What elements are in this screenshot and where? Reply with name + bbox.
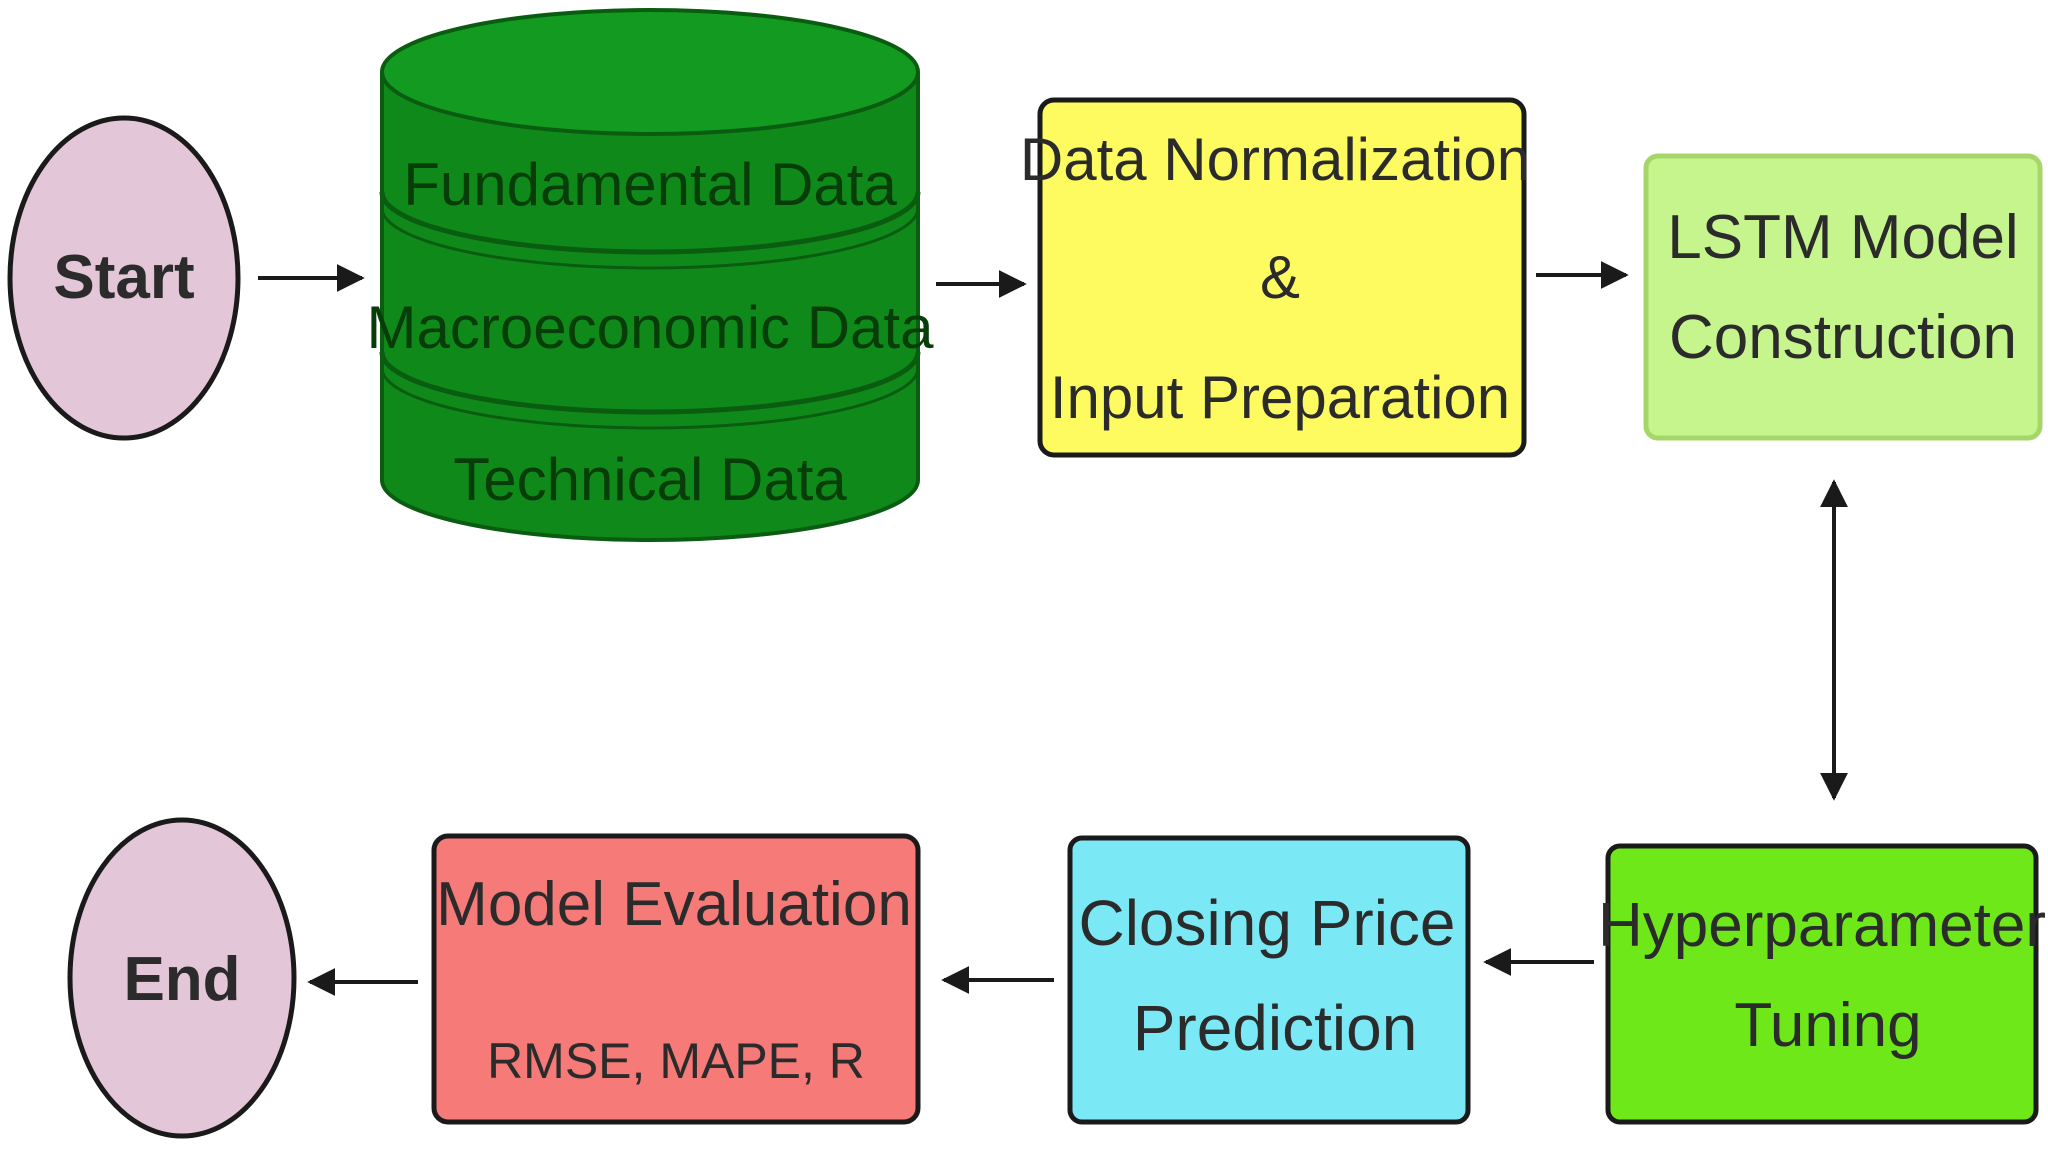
end-node: End (67, 817, 297, 1139)
normalization-ampersand: & (1260, 244, 1300, 311)
lstm-line2: Construction (1669, 303, 2017, 372)
tuning-line2: Tuning (1734, 991, 1921, 1060)
normalization-subtitle: Input Preparation (1050, 364, 1510, 431)
start-label: Start (53, 243, 194, 312)
end-label: End (123, 945, 240, 1014)
evaluation-title: Model Evaluation (436, 870, 912, 939)
lstm-box: LSTM Model Construction (1643, 153, 2043, 441)
normalization-title: Data Normalization (1020, 126, 1530, 193)
evaluation-metrics: RMSE, MAPE, R (487, 1033, 865, 1089)
layer-technical-data: Technical Data (453, 446, 847, 513)
tuning-box: Hyperparameter Tuning (1598, 843, 2046, 1125)
normalization-box: Data Normalization & Input Preparation (1020, 97, 1530, 458)
prediction-line2: Prediction (1133, 992, 1418, 1064)
layer-macroeconomic-data: Macroeconomic Data (367, 294, 935, 361)
layer-fundamental-data: Fundamental Data (403, 151, 897, 218)
start-node: Start (7, 115, 241, 441)
evaluation-box: Model Evaluation RMSE, MAPE, R (431, 833, 921, 1125)
data-store-cylinder: Fundamental Data Macroeconomic Data Tech… (367, 8, 935, 542)
tuning-line1: Hyperparameter (1598, 891, 2046, 960)
prediction-line1: Closing Price (1078, 887, 1455, 959)
prediction-box: Closing Price Prediction (1067, 835, 1471, 1125)
lstm-line1: LSTM Model (1667, 203, 2018, 272)
